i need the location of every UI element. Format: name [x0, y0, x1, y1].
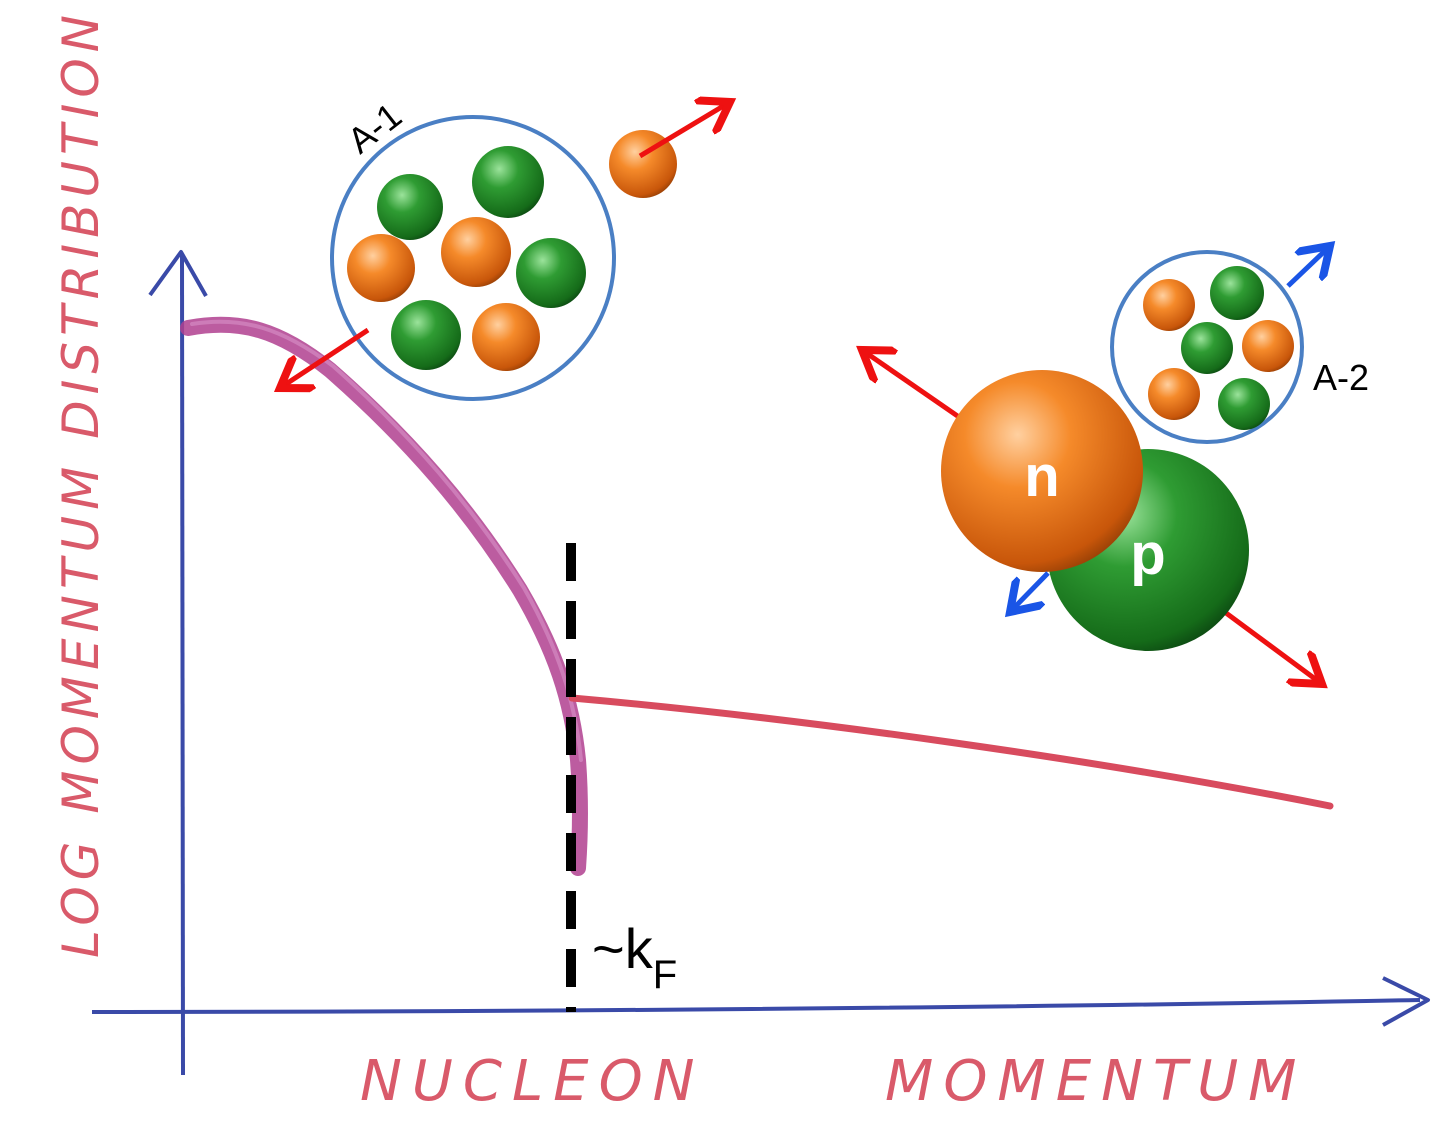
nucleon-green — [1210, 266, 1264, 320]
pair-cm-arrow — [1010, 571, 1050, 612]
nucleon-orange — [472, 303, 540, 371]
nucleon-green — [1181, 322, 1233, 374]
nucleon-green — [377, 174, 443, 240]
mean-field-curve — [180, 316, 588, 876]
nucleon-green — [472, 146, 544, 218]
x-axis — [91, 998, 1421, 1014]
mean-field-curve-texture — [190, 319, 583, 762]
neutron — [941, 370, 1143, 572]
neutron-label: n — [1024, 444, 1059, 509]
x-axis-label-right: MOMENTUM — [885, 1049, 1307, 1114]
high-momentum-tail — [568, 694, 1334, 810]
nucleon-green — [391, 300, 461, 370]
proton-momentum-arrow — [1220, 607, 1322, 684]
nucleon-green — [1218, 378, 1270, 430]
y-axis-arrowhead — [148, 250, 208, 297]
single-nucleon-panel: A-1 — [280, 94, 730, 401]
x-axis-label-left: NUCLEON — [360, 1049, 705, 1114]
a-minus-2-recoil-arrow — [1286, 246, 1330, 288]
nucleon-orange — [1148, 368, 1200, 420]
nucleon-orange — [1143, 279, 1195, 331]
y-axis-label: LOG MOMENTUM DISTRIBUTION — [52, 9, 110, 958]
y-axis — [179, 254, 186, 1076]
recoil-arrow — [280, 327, 370, 388]
nucleon-orange — [347, 234, 415, 302]
nucleon-orange — [441, 217, 511, 287]
nucleon-green — [516, 238, 586, 308]
fermi-momentum-label: ~kF — [592, 917, 677, 997]
pair-panel: A-2 p n — [862, 246, 1369, 684]
axes — [91, 250, 1430, 1076]
a-minus-2-label: A-2 — [1313, 357, 1369, 398]
nucleon-orange — [1242, 320, 1294, 372]
momentum-distribution-curve — [180, 316, 1334, 876]
x-axis-arrowhead — [1382, 976, 1430, 1027]
knockout-arrow — [638, 102, 730, 159]
knocked-out-nucleon — [609, 130, 677, 198]
proton-label: p — [1130, 522, 1165, 587]
